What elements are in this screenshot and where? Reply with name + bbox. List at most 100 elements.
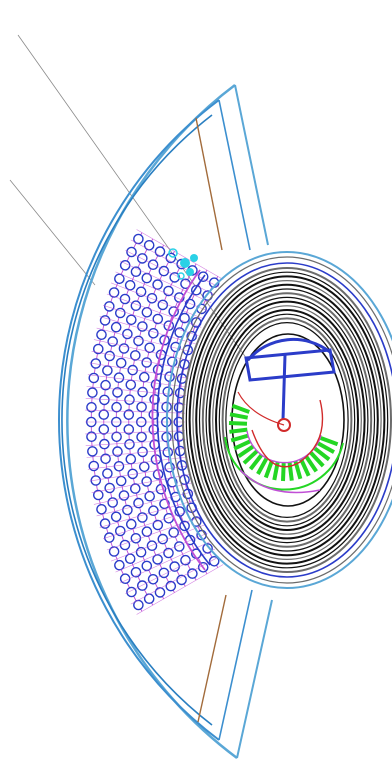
leader-line-1 [17,34,291,421]
tube [112,387,123,398]
tube [115,357,127,369]
tube [144,342,155,354]
tube [136,431,147,443]
tube [124,438,135,450]
green-tooth [281,462,286,482]
sector-edge-top [234,84,269,246]
tube-radial-separator [99,499,196,528]
leader-line-2 [9,179,96,286]
tube [176,574,187,586]
tube [125,379,137,391]
green-tooth [309,451,325,468]
tube [122,504,133,516]
green-tooth [248,453,264,471]
tube [112,446,123,457]
tube [115,307,126,319]
tube [146,292,158,304]
tube [87,387,98,398]
tube [202,543,213,554]
tube [135,286,147,298]
tube [169,561,180,572]
tube [158,567,170,579]
ring-black [185,271,389,569]
ring-black [195,283,379,557]
tube [147,259,159,271]
ring-black [192,280,382,560]
cyan-marker-cluster [168,248,198,280]
tube [126,518,137,530]
tube-radial-separator [136,229,224,280]
tube-radial-separator [106,293,202,328]
tube [133,335,144,347]
tube [146,540,158,552]
tube [96,503,107,515]
tube [208,556,220,567]
tube [93,343,104,355]
tube [98,409,110,420]
inner-boundary-arc-2 [156,274,211,566]
tube [130,533,142,544]
tube [118,343,130,354]
tube [118,490,130,501]
tube [107,497,118,508]
red-hub [277,418,291,432]
tube [133,599,144,611]
tube [108,287,120,298]
tube [152,519,164,531]
tube [110,321,122,333]
tube [136,401,147,413]
tube [98,424,110,435]
sector-edge-bottom-inner [218,589,253,741]
tube [104,532,115,543]
inner-boundary-arc-1 [151,269,206,571]
tube [93,489,104,501]
red-curve-2 [237,391,285,426]
tube [136,253,148,264]
tube [154,246,166,257]
tube [111,431,122,443]
green-tooth [230,433,250,443]
tube-radial-separator [96,491,194,517]
tube-radial-separator [103,508,199,539]
tube-radial-separator [85,398,186,405]
green-tooth [320,436,339,447]
tube [158,265,170,277]
tube-radial-separator [110,282,205,320]
ring-black [201,292,373,548]
tube [113,372,125,384]
tube [99,315,111,326]
green-tooth [242,449,259,465]
tube [114,273,125,285]
tube-radial-separator [130,239,220,288]
tube [130,300,142,312]
tube [187,568,198,579]
tube [107,336,118,347]
tube [141,526,153,538]
tube-radial-separator [99,316,196,345]
tube [147,574,159,585]
ring-black [215,309,359,531]
green-tooth [229,427,248,434]
tube [90,475,102,486]
inner-assembly [224,337,344,494]
tube-radial-separator [130,556,220,605]
tube [124,279,136,291]
tube-radial-separator [120,540,212,584]
ring-black [218,313,356,527]
tube [152,279,163,290]
green-tooth [263,460,274,479]
outer-shell-arc-2 [58,99,220,741]
ring-black [188,275,386,565]
tube [124,394,135,406]
tube [86,401,97,413]
tube [100,379,111,391]
tube [141,476,152,487]
tube [87,446,98,457]
green-tooth [256,457,269,475]
tube [124,553,136,565]
tube [135,546,147,558]
tube-radial-separator [136,564,224,615]
tube [100,453,111,465]
tube [144,490,155,502]
tube-radial-separator [110,524,205,562]
